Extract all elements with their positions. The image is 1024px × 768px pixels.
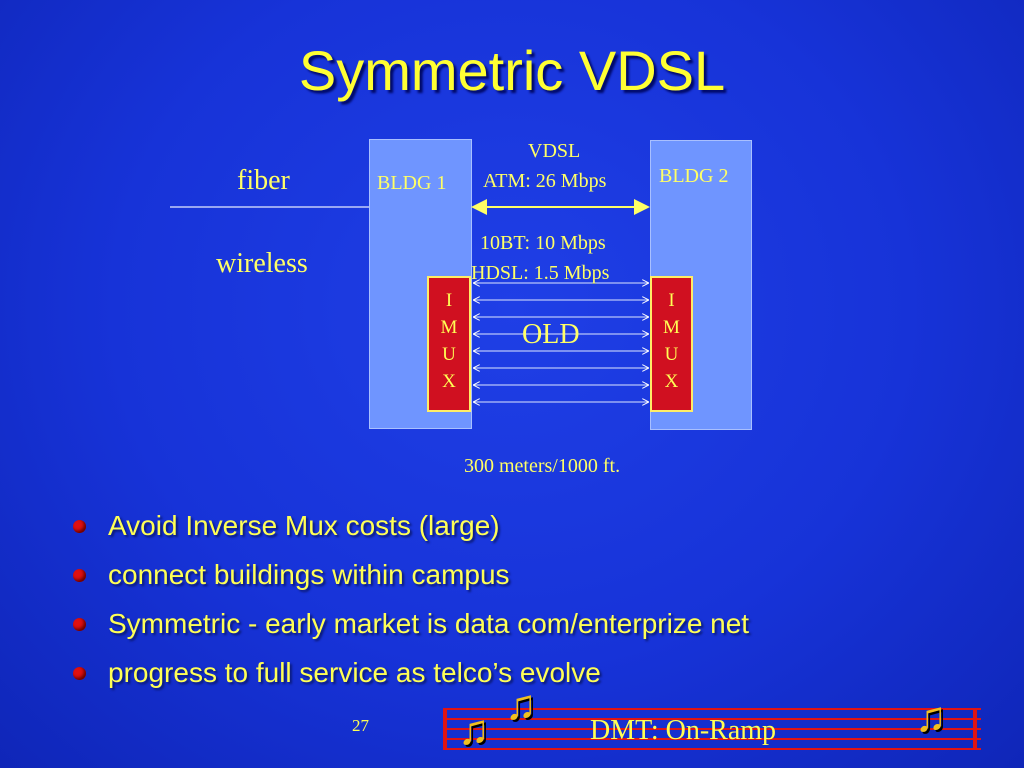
vdsl-label: VDSL (528, 140, 581, 162)
imux-right-letter: U (664, 344, 679, 365)
footer-text: DMT: On-Ramp (590, 715, 777, 746)
bullet-text: Avoid Inverse Mux costs (large) (108, 510, 500, 541)
bullet-dot-icon (73, 569, 86, 582)
bullet-dot-icon (73, 667, 86, 680)
imux-left-letter: X (442, 371, 456, 392)
copper-pairs (474, 283, 648, 402)
imux-right-letter: I (668, 290, 675, 311)
imux-left-letter: I (445, 290, 453, 311)
bullet-dot-icon (73, 520, 86, 533)
music-note-icon: ♫ (915, 695, 947, 741)
10bt-rate-label: 10BT: 10 Mbps (480, 232, 606, 254)
imux-left-letter: M (440, 317, 458, 338)
old-label: OLD (522, 319, 580, 350)
bullet-dot-icon (73, 618, 86, 631)
imux-right: I M U X (650, 276, 693, 412)
imux-left-letter: U (442, 344, 456, 365)
hdsl-rate-label: HDSL: 1.5 Mbps (471, 262, 610, 284)
bullet-text: Symmetric - early market is data com/ent… (108, 608, 750, 639)
imux-left: I M U X (427, 276, 471, 412)
building-2-label: BLDG 2 (659, 165, 729, 187)
slide-title: Symmetric VDSL (298, 39, 726, 102)
wireless-label: wireless (216, 248, 308, 279)
page-number: 27 (352, 716, 369, 735)
bullet-list: Avoid Inverse Mux costs (large) connect … (70, 506, 749, 702)
bullet-text: progress to full service as telco’s evol… (108, 657, 601, 688)
building-1-label: BLDG 1 (377, 172, 447, 194)
bullet-text: connect buildings within campus (108, 559, 510, 590)
imux-right-letter: M (663, 317, 680, 338)
bullet-item: Avoid Inverse Mux costs (large) (70, 506, 749, 555)
fiber-label: fiber (237, 165, 290, 196)
music-note-icon: ♫ (505, 683, 537, 729)
distance-label: 300 meters/1000 ft. (464, 455, 621, 477)
imux-right-letter: X (664, 371, 679, 392)
atm-rate-label: ATM: 26 Mbps (483, 170, 607, 192)
music-note-icon: ♫ (458, 708, 490, 754)
bullet-item: Symmetric - early market is data com/ent… (70, 604, 749, 653)
music-staff-logo (443, 708, 981, 750)
bullet-item: connect buildings within campus (70, 555, 749, 604)
bullet-item: progress to full service as telco’s evol… (70, 653, 749, 702)
